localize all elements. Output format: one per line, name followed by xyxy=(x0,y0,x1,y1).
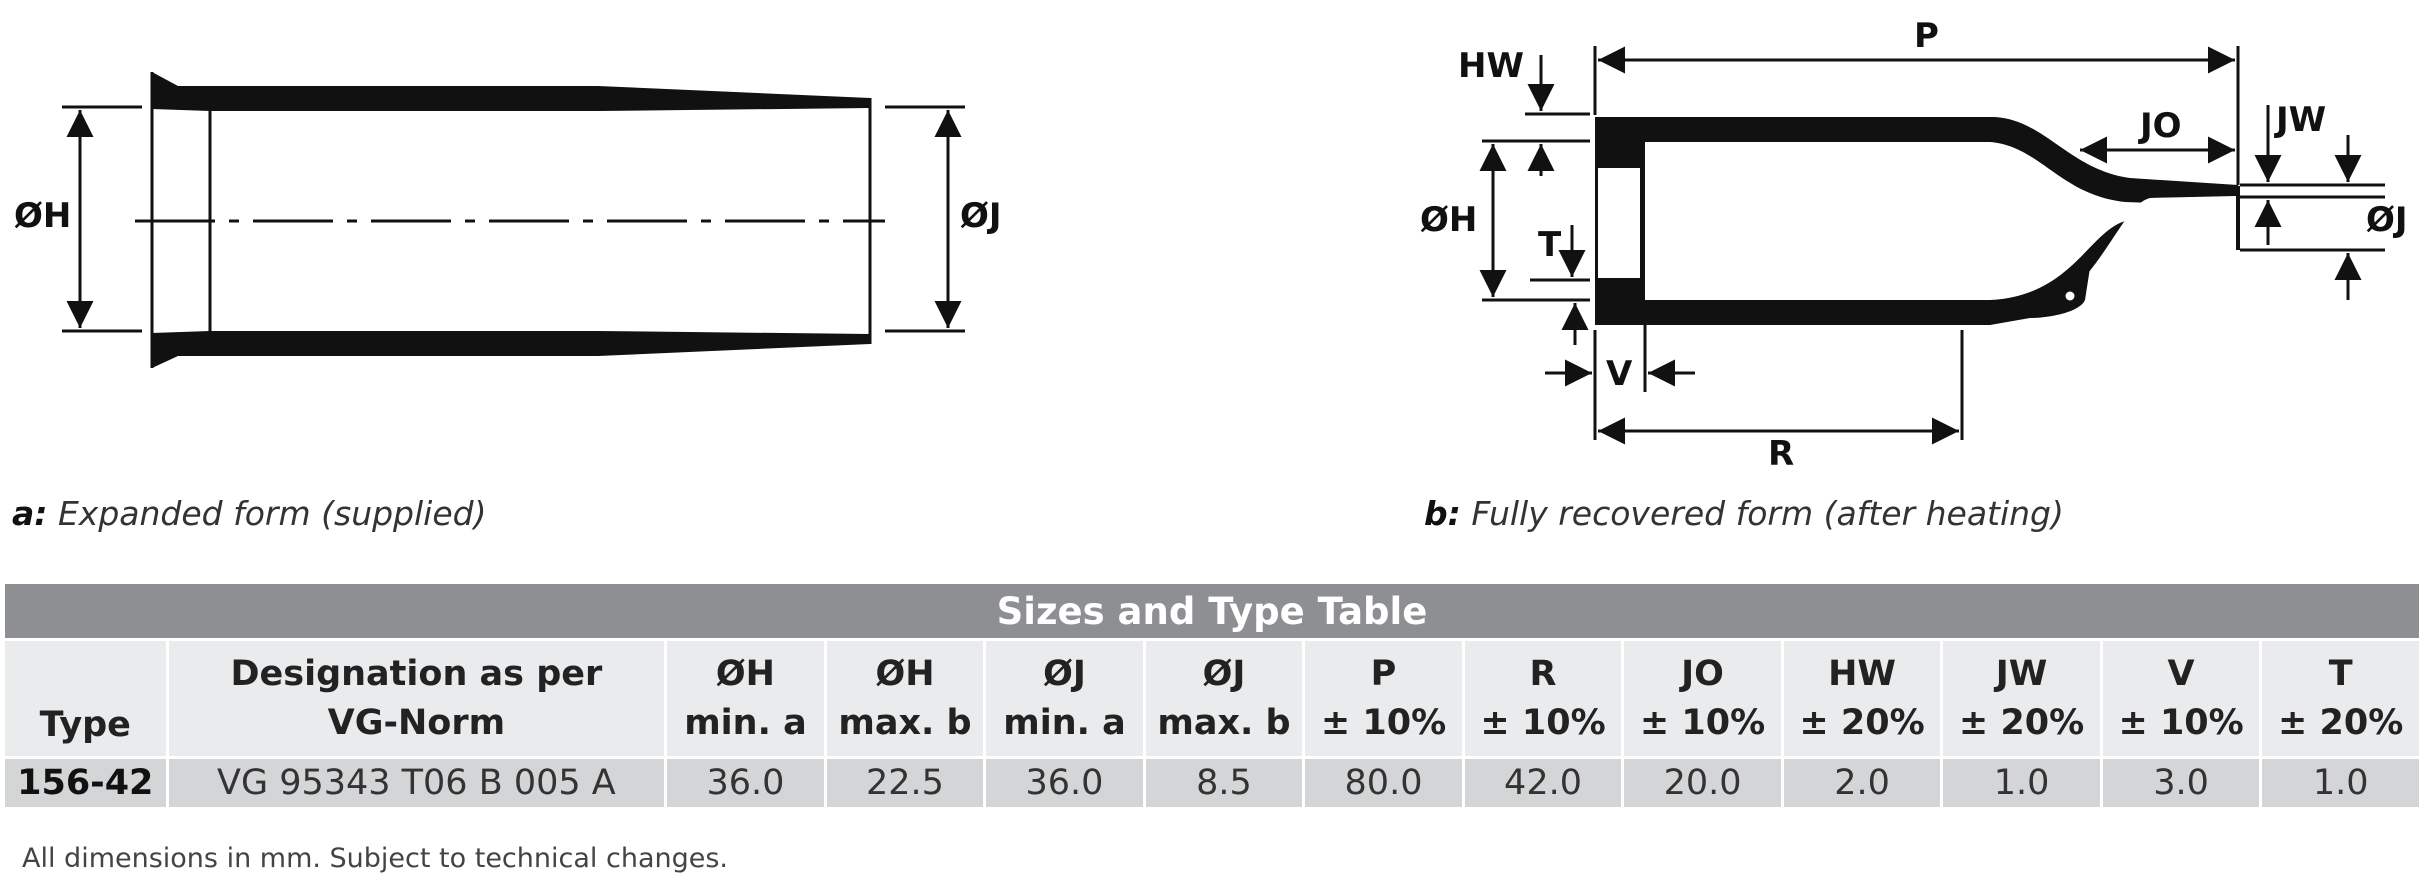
figure-a-label-h: ØH xyxy=(14,196,72,236)
footnote: All dimensions in mm. Subject to technic… xyxy=(22,843,728,874)
cell-j-min: 36.0 xyxy=(986,759,1143,807)
header-hw: HW ± 20% xyxy=(1783,641,1941,756)
header-jw: JW ± 20% xyxy=(1943,641,2100,756)
cell-hw: 2.0 xyxy=(1783,759,1941,807)
cell-p: 80.0 xyxy=(1305,759,1462,807)
header-line2: VG-Norm xyxy=(327,702,506,743)
header-line1: V xyxy=(2167,653,2195,694)
header-line2: ± 10% xyxy=(1639,702,1766,743)
header-h-min: ØH min. a xyxy=(667,641,824,756)
header-p: P ± 10% xyxy=(1305,641,1462,756)
table-title: Sizes and Type Table xyxy=(5,584,2419,638)
header-type: Type xyxy=(5,641,166,756)
caption-a-text: Expanded form (supplied) xyxy=(47,494,487,533)
cell-r: 42.0 xyxy=(1464,759,1622,807)
header-line1: ØH xyxy=(715,653,775,694)
header-line1: JO xyxy=(1681,653,1724,694)
technical-drawings xyxy=(62,46,2385,445)
figure-b-label-v: V xyxy=(1606,354,1633,394)
header-line2: ± 10% xyxy=(2118,702,2244,743)
figure-b-label-r: R xyxy=(1768,434,1795,474)
cell-v: 3.0 xyxy=(2102,759,2260,807)
header-line1: Designation as per xyxy=(230,653,603,694)
header-h-max: ØH max. b xyxy=(826,641,984,756)
header-line2: min. a xyxy=(684,702,807,743)
header-line2: ± 10% xyxy=(1480,702,1606,743)
table-row: 156-42 VG 95343 T06 B 005 A 36.0 22.5 36… xyxy=(5,759,2419,807)
header-line1: T xyxy=(2328,653,2353,694)
header-line2: ± 10% xyxy=(1320,702,1447,743)
header-line2: ± 20% xyxy=(1799,702,1925,743)
figure-b-label-h: ØH xyxy=(1420,200,1478,240)
figure-a-label-j: ØJ xyxy=(960,196,1002,236)
header-j-max: ØJ max. b xyxy=(1145,641,1303,756)
header-line1: JW xyxy=(1995,653,2048,694)
caption-b-text: Fully recovered form (after heating) xyxy=(1460,494,2064,533)
cell-t: 1.0 xyxy=(2262,759,2419,807)
header-line1: R xyxy=(1529,653,1557,694)
header-line1: HW xyxy=(1828,653,1896,694)
header-r: R ± 10% xyxy=(1464,641,1622,756)
sizes-type-table: Sizes and Type Table Type Designation as… xyxy=(2,581,2422,810)
header-jo: JO ± 10% xyxy=(1624,641,1781,756)
figure-a-caption: a: Expanded form (supplied) xyxy=(12,494,486,533)
header-line1: P xyxy=(1370,653,1397,694)
cell-h-max: 22.5 xyxy=(826,759,984,807)
header-v: V ± 10% xyxy=(2102,641,2260,756)
figure-b-caption: b: Fully recovered form (after heating) xyxy=(1424,494,2064,533)
header-line2: ± 20% xyxy=(1958,702,2085,743)
figure-b-label-hw: HW xyxy=(1458,46,1524,86)
cell-designation: VG 95343 T06 B 005 A xyxy=(168,759,665,807)
header-line2: max. b xyxy=(838,702,972,743)
cell-jo: 20.0 xyxy=(1624,759,1781,807)
figure-b-label-jw: JW xyxy=(2276,100,2327,140)
header-type-label: Type xyxy=(39,705,131,745)
header-line1: ØH xyxy=(875,653,935,694)
cell-j-max: 8.5 xyxy=(1145,759,1303,807)
figure-b-label-p: P xyxy=(1914,16,1939,56)
header-line1: ØJ xyxy=(1202,653,1246,694)
figure-b-label-j: ØJ xyxy=(2366,200,2408,240)
header-j-min: ØJ min. a xyxy=(986,641,1143,756)
figure-b-drawing xyxy=(1479,46,2385,445)
header-t: T ± 20% xyxy=(2262,641,2419,756)
header-line1: ØJ xyxy=(1043,653,1086,694)
cell-jw: 1.0 xyxy=(1943,759,2100,807)
header-line2: min. a xyxy=(1003,702,1126,743)
header-line2: max. b xyxy=(1157,702,1291,743)
figure-b-label-t: T xyxy=(1538,225,1562,265)
caption-b-letter: b: xyxy=(1424,494,1461,533)
figure-a-drawing xyxy=(62,72,965,368)
figure-b-label-jo: JO xyxy=(2140,106,2182,146)
cell-type: 156-42 xyxy=(5,759,166,807)
caption-a-letter: a: xyxy=(12,494,48,533)
header-line2: ± 20% xyxy=(2278,702,2404,743)
cell-h-min: 36.0 xyxy=(667,759,824,807)
